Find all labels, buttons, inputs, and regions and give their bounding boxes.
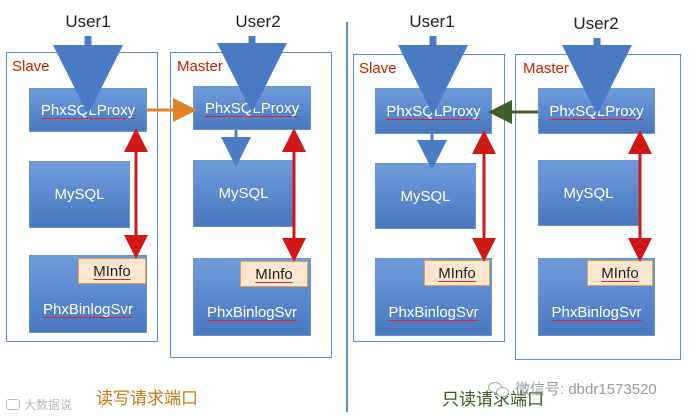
right-slave-mysql-box: MySQL (375, 163, 476, 229)
watermark-left: 大数据说 (6, 396, 72, 413)
right-slave-minfo-box: MInfo (424, 260, 490, 286)
watermark-right-text: 微信号: dbdr1573520 (515, 381, 657, 398)
right-slave-label: Slave (359, 60, 397, 77)
camera-icon (6, 399, 20, 410)
left-user2-label: User2 (235, 12, 281, 31)
watermark-left-text: 大数据说 (24, 398, 73, 412)
left-master-mysql-box: MySQL (193, 160, 294, 227)
left-slave-mysql-box: MySQL (29, 161, 130, 228)
wechat-icon (488, 380, 510, 398)
right-user2-label: User2 (573, 14, 619, 33)
left-caption: 读写请求端口 (96, 389, 198, 409)
right-master-label: Master (523, 60, 569, 77)
right-master-minfo-box: MInfo (587, 260, 653, 286)
right-caption: 只读请求端口 (442, 390, 544, 410)
watermark-right: 微信号: dbdr1573520 (488, 378, 657, 399)
right-user1-label: User1 (409, 12, 455, 31)
left-master-minfo-box: MInfo (240, 261, 308, 287)
left-master-label: Master (177, 58, 223, 75)
section-divider (346, 22, 348, 412)
left-user1-label: User1 (65, 12, 111, 31)
left-slave-minfo-box: MInfo (78, 258, 146, 284)
left-slave-label: Slave (12, 58, 50, 75)
